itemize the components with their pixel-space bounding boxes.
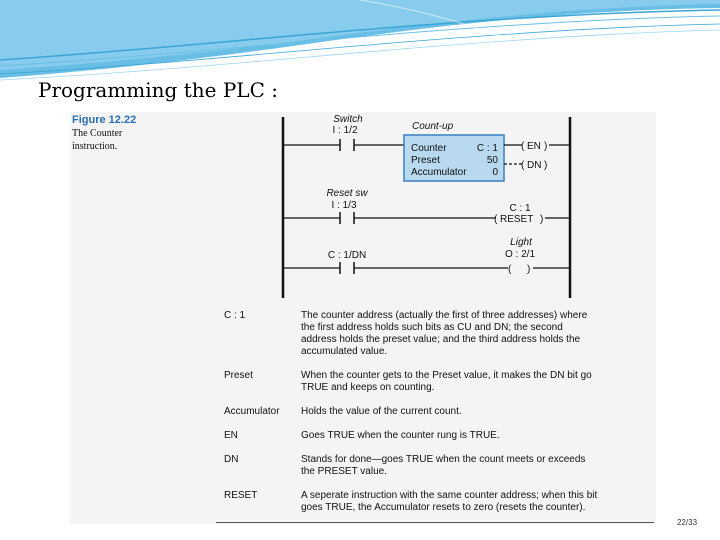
definition-text: Stands for done—goes TRUE when the count… bbox=[301, 454, 641, 478]
dn-output: DN bbox=[527, 160, 541, 171]
dn-contact bbox=[339, 262, 355, 274]
en-output: EN bbox=[527, 141, 541, 152]
definition-term: RESET bbox=[224, 490, 258, 501]
definition-term: Preset bbox=[224, 370, 253, 381]
bottom-rule bbox=[216, 522, 654, 523]
definition-line: goes TRUE, the Accumulator resets to zer… bbox=[301, 502, 586, 513]
definition-line: TRUE and keeps on counting. bbox=[301, 382, 435, 393]
figure-number: Figure 12.22 bbox=[72, 114, 137, 126]
definition-term: C : 1 bbox=[224, 310, 246, 321]
svg-text:(: ( bbox=[494, 214, 498, 225]
accumulator-value: 0 bbox=[492, 167, 498, 178]
slide-title: Programming the PLC : bbox=[38, 78, 278, 102]
definition-line: Goes TRUE when the counter rung is TRUE. bbox=[301, 430, 500, 441]
definition-text: Holds the value of the current count. bbox=[301, 406, 641, 418]
definition-text: A seperate instruction with the same cou… bbox=[301, 490, 641, 514]
reset-switch-address: I : 1/3 bbox=[331, 200, 356, 211]
switch-contact bbox=[339, 139, 355, 151]
svg-text:): ) bbox=[540, 214, 543, 225]
definition-line: Stands for done—goes TRUE when the count… bbox=[301, 454, 586, 465]
figure-panel bbox=[70, 112, 656, 524]
switch-label: Switch bbox=[333, 114, 363, 125]
counter-label: Counter bbox=[411, 143, 447, 154]
preset-value: 50 bbox=[487, 155, 499, 166]
definition-line: accumulated value. bbox=[301, 346, 388, 357]
switch-address: I : 1/2 bbox=[332, 125, 357, 136]
preset-label: Preset bbox=[411, 155, 440, 166]
definition-line: address holds the preset value; and the … bbox=[301, 334, 581, 345]
figure-caption: Figure 12.22 The Counter instruction. bbox=[72, 114, 172, 153]
svg-text:): ) bbox=[544, 141, 547, 152]
reset-coil-label: RESET bbox=[500, 214, 533, 225]
header-swoosh-decoration bbox=[0, 0, 720, 81]
definition-line: The counter address (actually the first … bbox=[301, 310, 588, 321]
count-up-title: Count-up bbox=[412, 121, 454, 132]
definition-term: Accumulator bbox=[224, 406, 280, 417]
light-address: O : 2/1 bbox=[505, 249, 535, 260]
definition-line: Holds the value of the current count. bbox=[301, 406, 462, 417]
counter-block bbox=[403, 134, 505, 182]
svg-text:): ) bbox=[544, 160, 547, 171]
page-number: 22/33 bbox=[677, 518, 698, 527]
svg-text:(: ( bbox=[521, 160, 525, 171]
figure-caption-line2: instruction. bbox=[72, 141, 118, 152]
svg-text:(: ( bbox=[508, 264, 512, 275]
definition-line: When the counter gets to the Preset valu… bbox=[301, 370, 592, 381]
counter-value: C : 1 bbox=[477, 143, 499, 154]
definition-term: DN bbox=[224, 454, 239, 465]
reset-switch-label: Reset sw bbox=[326, 188, 368, 199]
accumulator-label: Accumulator bbox=[411, 167, 467, 178]
definition-line: the PRESET value. bbox=[301, 466, 387, 477]
definition-line: the first address holds such bits as CU … bbox=[301, 322, 563, 333]
definition-text: The counter address (actually the first … bbox=[301, 310, 641, 358]
reset-switch-contact bbox=[339, 212, 355, 224]
definition-term: EN bbox=[224, 430, 238, 441]
svg-text:(: ( bbox=[521, 141, 525, 152]
definition-text: Goes TRUE when the counter rung is TRUE. bbox=[301, 430, 641, 442]
figure-caption-line1: The Counter bbox=[72, 128, 123, 139]
definition-line: A seperate instruction with the same cou… bbox=[301, 490, 598, 501]
definition-text: When the counter gets to the Preset valu… bbox=[301, 370, 641, 394]
light-coil: ( ) bbox=[508, 264, 530, 275]
rung-1: Switch I : 1/2 Count-up Counter C : 1 Pr… bbox=[283, 114, 570, 182]
rung-2: Reset sw I : 1/3 C : 1 ( RESET ) bbox=[283, 188, 570, 225]
light-label: Light bbox=[510, 237, 533, 248]
rung-3: C : 1/DN Light O : 2/1 ( ) bbox=[283, 237, 570, 275]
reset-coil-address: C : 1 bbox=[509, 203, 531, 214]
svg-text:): ) bbox=[527, 264, 530, 275]
dn-contact-address: C : 1/DN bbox=[328, 250, 366, 261]
